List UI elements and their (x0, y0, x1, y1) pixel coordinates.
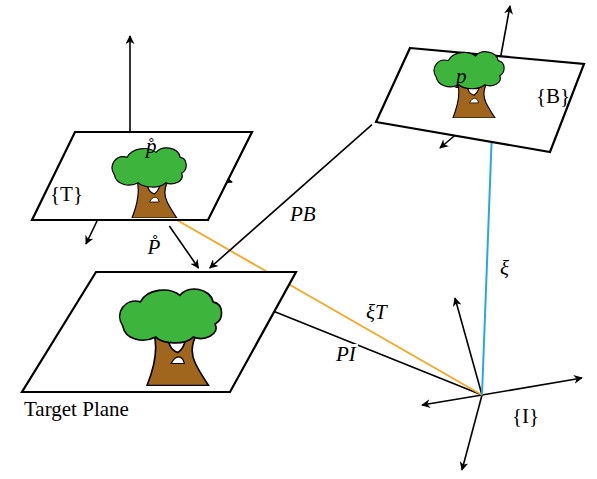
image-plane: p {B} (372, 44, 588, 156)
vector-label: PB (288, 204, 318, 225)
vector-label: ξ (498, 258, 511, 279)
image-plane: p̊ {T} (28, 128, 256, 226)
target-plane: Target Plane (18, 268, 300, 430)
plane-outline (28, 128, 256, 226)
vector-label: P̊ (146, 237, 163, 258)
vector-arrow (169, 226, 198, 268)
frame-label: Target Plane (24, 399, 129, 420)
frame-label: {T} (50, 184, 83, 205)
point-symbol: p̊ (146, 136, 157, 157)
frame-label: {B} (536, 86, 570, 107)
point-symbol: p (456, 66, 467, 87)
frame-label: {I} (510, 406, 541, 427)
vector-label: ξT (364, 302, 389, 323)
vector-label: PI (334, 344, 358, 365)
